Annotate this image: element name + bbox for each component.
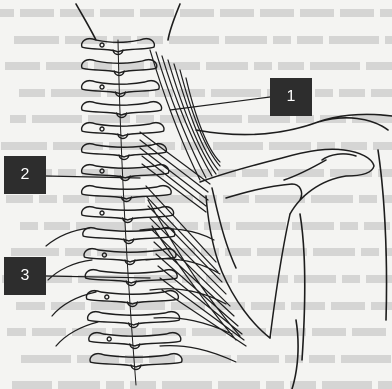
vertebra xyxy=(90,354,182,367)
callout-number-3: 3 xyxy=(4,257,46,295)
vertebra-detail xyxy=(100,43,104,47)
vertebra-detail xyxy=(102,253,106,257)
callout-number-1: 1 xyxy=(270,78,312,116)
vertebra-detail xyxy=(100,127,104,131)
vertebral-column xyxy=(82,39,182,385)
vertebra xyxy=(82,186,172,199)
vertebra-detail xyxy=(100,85,104,89)
vertebra xyxy=(82,81,160,94)
vertebra xyxy=(82,102,162,115)
callout-number-2: 2 xyxy=(4,156,46,194)
vertebra xyxy=(86,291,178,304)
vertebra-detail xyxy=(100,169,104,173)
neck-outline xyxy=(76,4,180,40)
vertebra-detail xyxy=(105,295,109,299)
vertebra xyxy=(88,312,180,325)
levator-scapulae-muscle xyxy=(150,50,220,180)
vertebra xyxy=(82,123,164,136)
vertebra-detail xyxy=(100,211,104,215)
vertebra-detail xyxy=(107,337,111,341)
vertebra xyxy=(89,333,181,346)
scapula xyxy=(200,149,374,338)
